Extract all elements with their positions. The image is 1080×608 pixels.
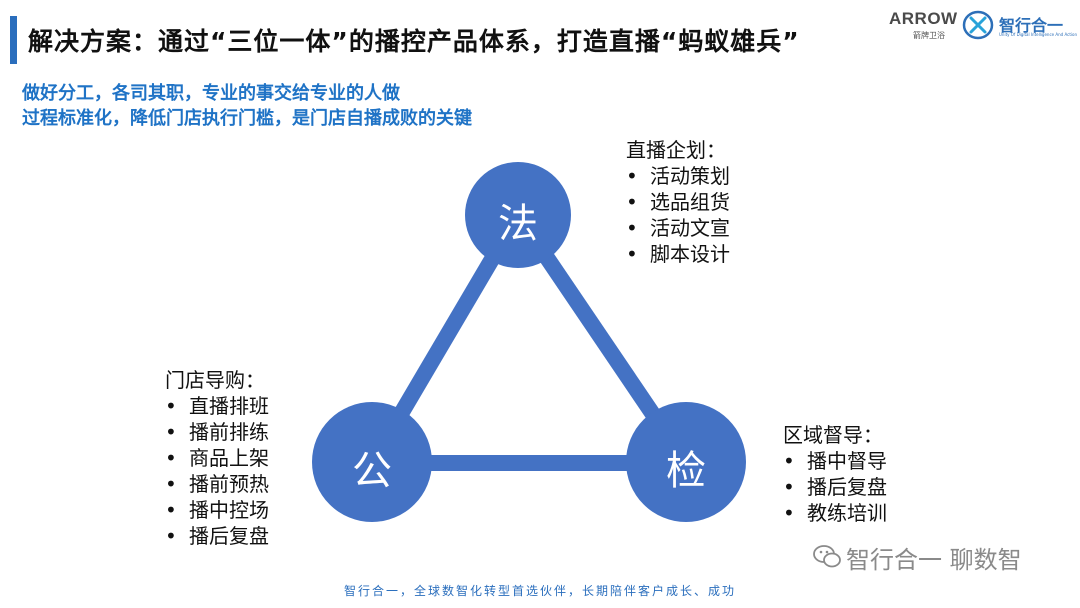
list-item: •播前预热	[165, 472, 269, 496]
node-top-label: 法	[498, 201, 538, 247]
footer-slogan: 智行合一，全球数智化转型首选伙伴，长期陪伴客户成长、成功	[343, 584, 736, 598]
store-block: 门店导购： •直播排班 •播前排练 •商品上架 •播前预热 •播中控场 •播后复…	[165, 367, 269, 549]
list-item: •播前排练	[165, 420, 269, 444]
title-accent-bar	[10, 16, 17, 64]
store-list: •直播排班 •播前排练 •商品上架 •播前预热 •播中控场 •播后复盘	[165, 393, 269, 549]
bullet-icon: •	[165, 498, 177, 522]
list-item: •选品组货	[626, 190, 730, 214]
zxhy-logo-icon	[962, 10, 994, 40]
bullet-icon: •	[626, 190, 638, 214]
planning-list: •活动策划 •选品组货 •活动文宣 •脚本设计	[626, 163, 730, 267]
region-list: •播中督导 •播后复盘 •教练培训	[783, 448, 887, 526]
node-top-circle	[465, 162, 571, 268]
bullet-icon: •	[165, 394, 177, 418]
bullet-icon: •	[165, 446, 177, 470]
list-item: •脚本设计	[626, 242, 730, 266]
bullet-icon: •	[783, 475, 795, 499]
bullet-icon: •	[783, 449, 795, 473]
region-heading: 区域督导：	[783, 423, 883, 447]
bullet-icon: •	[165, 420, 177, 444]
subtitle-line-1: 做好分工，各司其职，专业的事交给专业的人做	[22, 83, 400, 104]
planning-block: 直播企划： •活动策划 •选品组货 •活动文宣 •脚本设计	[626, 137, 730, 267]
zxhy-logo-text: 智行合一	[999, 16, 1064, 35]
node-right-circle	[626, 402, 746, 522]
region-block: 区域督导： •播中督导 •播后复盘 •教练培训	[783, 422, 887, 526]
list-item: •播后复盘	[783, 475, 887, 499]
subtitle-line-2: 过程标准化，降低门店执行门槛，是门店自播成败的关键	[22, 108, 472, 129]
arrow-logo: ARROW	[889, 9, 958, 28]
list-item: •直播排班	[165, 394, 269, 418]
list-item: •商品上架	[165, 446, 269, 470]
list-item: •活动策划	[626, 164, 730, 188]
bullet-icon: •	[783, 501, 795, 525]
list-item: •播后复盘	[165, 524, 269, 548]
node-right-label: 检	[666, 448, 706, 494]
bullet-icon: •	[626, 242, 638, 266]
zxhy-logo-subtext: Unity Of Digital Intelligence And Action	[999, 32, 1078, 37]
bullet-icon: •	[626, 164, 638, 188]
list-item: •播中督导	[783, 449, 887, 473]
node-left-label: 公	[352, 448, 392, 494]
arrow-logo-subtext: 箭牌卫浴	[913, 31, 945, 40]
wechat-icon	[813, 545, 841, 568]
bullet-icon: •	[165, 524, 177, 548]
page-title: 解决方案：通过“三位一体”的播控产品体系，打造直播“蚂蚁雄兵”	[28, 27, 800, 56]
list-item: •活动文宣	[626, 216, 730, 240]
bullet-icon: •	[165, 472, 177, 496]
node-left-circle	[312, 402, 432, 522]
list-item: •教练培训	[783, 501, 887, 525]
store-heading: 门店导购：	[165, 368, 265, 392]
list-item: •播中控场	[165, 498, 269, 522]
bullet-icon: •	[626, 216, 638, 240]
planning-heading: 直播企划：	[626, 138, 726, 162]
watermark-text: 智行合一 聊数智	[846, 546, 1022, 574]
